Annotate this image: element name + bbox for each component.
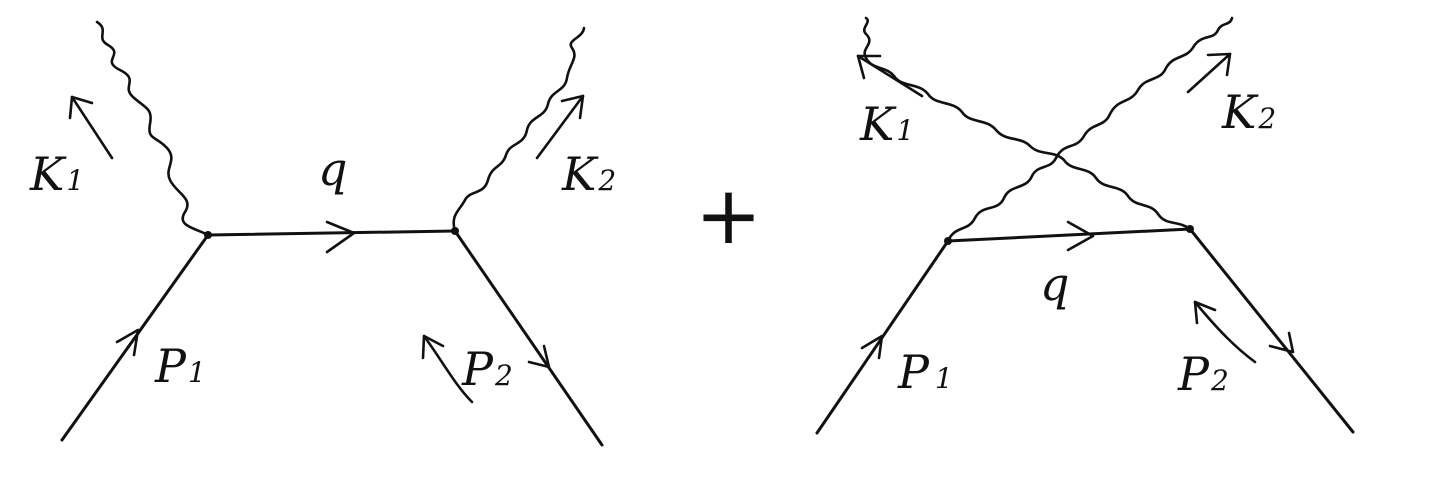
momentum-arrow-k2: [535, 94, 585, 160]
photon-k1: [863, 16, 1192, 231]
label-k2: K2: [1221, 85, 1276, 139]
label-p2: P2: [461, 342, 513, 396]
label-q: q: [318, 142, 347, 196]
arrow-p1: [115, 328, 140, 357]
propagator-q: [206, 229, 457, 237]
arrow-p2-line: [527, 344, 551, 369]
label-q: q: [1040, 257, 1069, 311]
fermion-line-p1: [60, 233, 210, 442]
arrow-p2-line: [1268, 331, 1295, 354]
photon-k1: [95, 20, 210, 237]
momentum-arrow-k1: [856, 54, 924, 98]
momentum-arrow-k1-head: [68, 95, 94, 120]
plus-sign: +: [695, 169, 762, 262]
label-p2: P2: [1177, 347, 1229, 401]
momentum-arrow-k2-head: [560, 94, 585, 120]
momentum-arrow-k1: [70, 95, 114, 160]
diagram-left: K1 K2 q P1 P2: [29, 20, 616, 447]
arrow-p1: [860, 334, 884, 360]
momentum-arrow-p2-head: [1193, 300, 1217, 325]
momentum-arrow-p2: [422, 334, 474, 404]
momentum-arrow-k1-head: [856, 54, 882, 80]
photon-k2: [452, 26, 586, 233]
label-k2: K2: [561, 147, 616, 201]
label-p1: P1: [154, 339, 206, 393]
arrow-q: [325, 220, 356, 254]
momentum-arrow-p2: [1193, 300, 1257, 364]
label-k1: K1: [29, 147, 84, 201]
momentum-arrow-k2-head: [1206, 52, 1232, 77]
momentum-arrow-k2: [1186, 52, 1232, 94]
propagator-q: [946, 227, 1192, 243]
label-k1: K1: [859, 97, 914, 151]
photon-k2: [946, 16, 1234, 243]
fermion-line-p2: [453, 229, 604, 447]
momentum-arrow-p2-head: [421, 334, 445, 360]
arrow-q: [1066, 220, 1095, 252]
fermion-line-p2: [1188, 227, 1355, 434]
